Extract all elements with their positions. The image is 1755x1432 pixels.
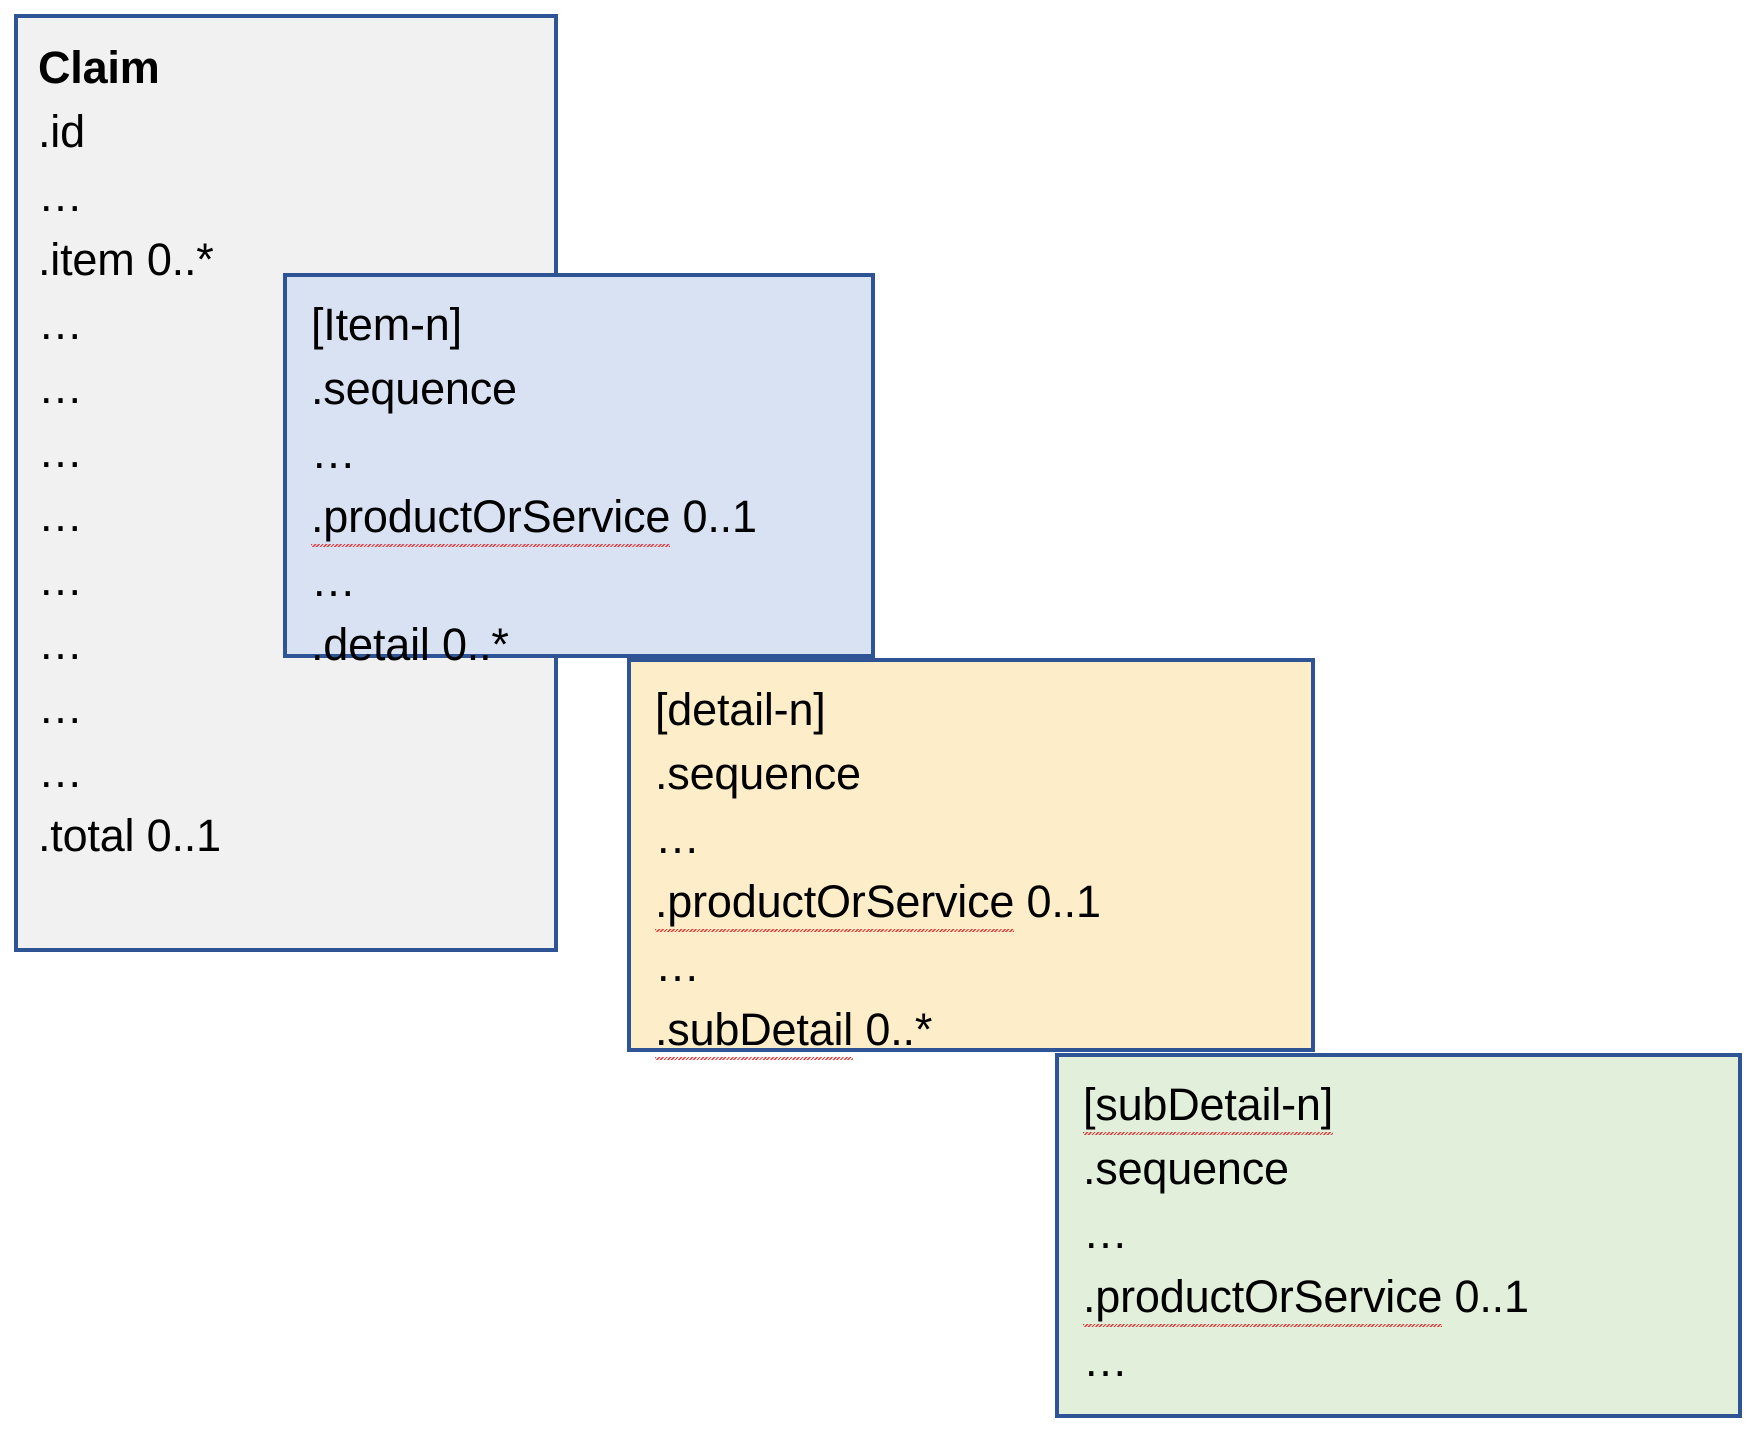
class-box-item[interactable]: [Item-n] .sequence … .productOrService 0..1… [283,273,875,670]
cardinality-text: 0..1 [670,491,757,542]
ellipsis-line: … [311,555,356,606]
item-line-list: [Item-n] .sequence … .productOrService 0..1… [287,277,871,677]
spellcheck-underline: .subDetail [655,998,853,1062]
cardinality-text: 0..1 [1442,1271,1529,1322]
field-line: .detail 0..* [311,619,509,670]
field-line: .productOrService 0..1 [655,870,1311,934]
field-line: [subDetail-n] [1083,1073,1738,1137]
ellipsis-line: … [655,812,700,863]
class-box-subdetail[interactable]: [subDetail-n] .sequence … .productOrService… [1055,1053,1742,1418]
spellcheck-underline: [subDetail-n] [1083,1073,1333,1137]
ellipsis-line: … [38,490,83,541]
ellipsis-line: … [38,298,83,349]
claim-line-list: Claim .id … .item 0..* … … … … … … … … .total 0..1 [18,18,554,868]
ellipsis-line: … [38,618,83,669]
ellipsis-line: … [655,940,700,991]
ellipsis-line: … [38,170,83,221]
ellipsis-line: … [38,362,83,413]
subdetail-line-list: [subDetail-n] .sequence … .productOrService… [1059,1057,1738,1393]
detail-line-list: [detail-n] .sequence … .productOrService 0.… [631,662,1311,1062]
class-box-detail[interactable]: [detail-n] .sequence … .productOrService 0.… [627,658,1315,1060]
field-line: .subDetail 0..* [655,998,1311,1062]
cardinality-text: 0..* [853,1004,933,1055]
field-line: [detail-n] [655,684,826,735]
ellipsis-line: … [38,554,83,605]
spellcheck-underline: .productOrService [1083,1265,1443,1329]
ellipsis-line: … [1083,1207,1128,1258]
ellipsis-line: … [38,682,83,733]
field-line: .total 0..1 [38,810,221,861]
ellipsis-line: … [38,426,83,477]
field-line: .sequence [311,363,517,414]
field-line: .sequence [655,748,861,799]
field-line: .item 0..* [38,234,214,285]
ellipsis-line: … [1083,1335,1128,1386]
spellcheck-underline: .productOrService [655,870,1015,934]
cardinality-text: 0..1 [1014,876,1101,927]
field-line: .productOrService 0..1 [311,485,871,549]
field-line: .productOrService 0..1 [1083,1265,1738,1329]
field-line: .id [38,106,85,157]
ellipsis-line: … [311,427,356,478]
field-line: Claim [38,42,160,93]
field-line: .sequence [1083,1143,1289,1194]
field-line: [Item-n] [311,299,462,350]
ellipsis-line: … [38,746,83,797]
spellcheck-underline: .productOrService [311,485,671,549]
